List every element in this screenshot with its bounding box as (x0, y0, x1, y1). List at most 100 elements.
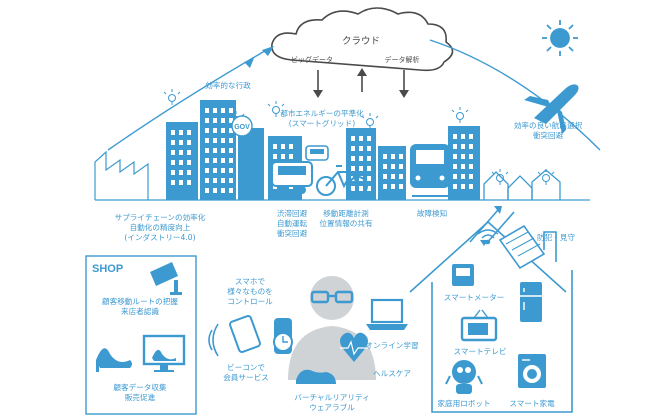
building-window (213, 148, 217, 153)
building-window (229, 128, 233, 133)
building-window (221, 108, 225, 113)
building-window (213, 188, 217, 193)
building-window (179, 160, 183, 165)
building-window (273, 144, 277, 149)
building-window (213, 178, 217, 183)
building-window (205, 158, 209, 163)
label-traffic-2: 衝突回避 (533, 130, 564, 140)
house-arrows (469, 209, 515, 245)
curve-left-arrowhead (262, 46, 274, 56)
gov-icon: GOV (231, 115, 253, 137)
building-window (351, 156, 355, 161)
building-window (205, 168, 209, 173)
building-window (229, 178, 233, 183)
building-window (213, 118, 217, 123)
building-window (383, 174, 387, 179)
building-window (229, 188, 233, 193)
building-window (205, 128, 209, 133)
down-arrowhead-2 (399, 90, 409, 98)
building-window (351, 136, 355, 141)
building-window (179, 170, 183, 175)
data-analysis-label: データ解析 (385, 55, 420, 64)
building-window (205, 118, 209, 123)
building-window (359, 186, 363, 191)
building-window (187, 150, 191, 155)
building-window (213, 138, 217, 143)
label-robot: 家庭用ロボット (437, 398, 490, 408)
sun-icon (542, 20, 578, 56)
building-window (229, 168, 233, 173)
building-window (359, 146, 363, 151)
label-supply-2: 自動化の精度向上 (130, 222, 191, 232)
heart-icon (340, 332, 368, 362)
label-appliance: スマート家電 (509, 398, 555, 408)
building-window (391, 184, 395, 189)
building-window (179, 150, 183, 155)
building-window (229, 108, 233, 113)
building-window (171, 170, 175, 175)
building-window (453, 164, 457, 169)
building-window (469, 164, 473, 169)
robot-icon (445, 360, 483, 394)
building-window (221, 158, 225, 163)
building-window (221, 178, 225, 183)
building-window (453, 144, 457, 149)
building-window (383, 154, 387, 159)
label-control-1: スマホで (235, 277, 266, 286)
building-window (469, 154, 473, 159)
label-supply-1: サプライチェーンの効率化 (115, 212, 206, 222)
lightbulb-icon (491, 169, 509, 185)
building-window (469, 174, 473, 179)
label-control-2: 様々なものを (227, 286, 273, 296)
big-data-label: ビッグデータ (291, 55, 333, 64)
factory-icon (94, 150, 149, 200)
building-window (461, 144, 465, 149)
label-shop-data-2: 販売促進 (125, 392, 156, 402)
label-vr-2: ウェアラブル (309, 402, 355, 412)
shop-title: SHOP (92, 263, 123, 275)
car-icon (271, 161, 313, 194)
label-train: 故障検知 (417, 208, 447, 218)
building-window (187, 180, 191, 185)
high-heel-icon (96, 348, 132, 372)
label-bike-2: 位置情報の共有 (319, 218, 373, 228)
building-window (289, 144, 293, 149)
lightbulb-icon (451, 107, 469, 123)
label-smart-grid-2: (スマートグリッド) (289, 118, 355, 128)
building-window (229, 148, 233, 153)
label-shop-data-1: 顧客データ収集 (113, 382, 167, 392)
washing-machine-icon (518, 354, 546, 388)
building-window (461, 154, 465, 159)
small-houses (483, 169, 561, 200)
label-bike-1: 移動距離計測 (323, 208, 369, 218)
label-car-2: 自動運転 (277, 218, 308, 228)
building-window (461, 174, 465, 179)
label-car-3: 衝突回避 (277, 228, 308, 238)
lightbulb-icon (163, 89, 181, 105)
building-window (171, 160, 175, 165)
building-window (281, 144, 285, 149)
building-window (367, 186, 371, 191)
laptop-icon (366, 298, 408, 330)
building-window (391, 164, 395, 169)
building-window (229, 118, 233, 123)
building-window (351, 146, 355, 151)
building-window (399, 174, 403, 179)
bicycle-icon (316, 165, 368, 196)
building-window (171, 130, 175, 135)
building-window (469, 184, 473, 189)
label-smart-meter: スマートメーター (444, 293, 505, 302)
building-window (179, 140, 183, 145)
label-online: オンライン学習 (365, 340, 418, 350)
monitor-icon (142, 334, 186, 372)
building-window (289, 154, 293, 159)
lightbulb-icon (361, 113, 379, 129)
glasses-icon (310, 290, 354, 304)
cloud-arrows (317, 70, 405, 92)
sneaker-icon (296, 369, 336, 384)
label-beacon-1: ビーコンで (227, 363, 265, 372)
building-window (399, 164, 403, 169)
building-window (453, 184, 457, 189)
label-shop-route-2: 来店者認識 (121, 306, 159, 316)
building-window (367, 166, 371, 171)
